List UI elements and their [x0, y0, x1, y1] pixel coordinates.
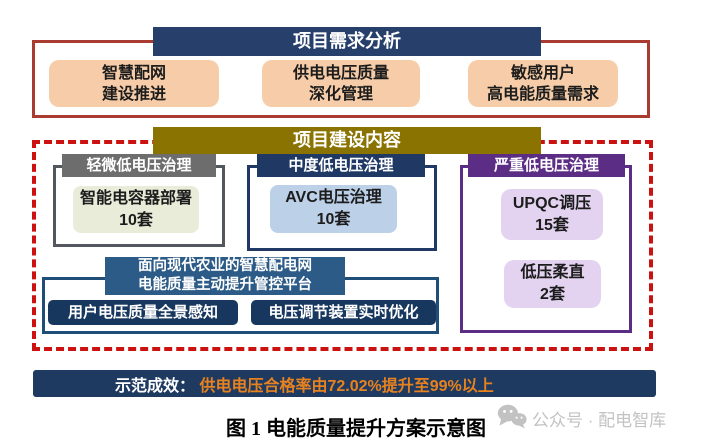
treatment-item-line: UPQC调压	[512, 194, 592, 212]
mild-treatment-item: 智能电容器部署 10套	[73, 186, 199, 233]
requirement-item-line: 智慧配网	[101, 64, 166, 82]
requirement-item-smart-grid: 智慧配网 建设推进	[49, 60, 219, 107]
treatment-item-line: 智能电容器部署	[79, 189, 192, 207]
requirement-item-sensitive-users: 敏感用户 高电能质量需求	[468, 60, 618, 107]
requirements-header: 项目需求分析	[153, 27, 541, 56]
treatment-item-line: 低压柔直	[520, 264, 585, 281]
platform-feature-panoramic-sensing: 用户电压质量全景感知	[48, 300, 238, 325]
requirement-item-line: 供电电压质量	[292, 64, 389, 82]
platform-feature-realtime-optimization: 电压调节装置实时优化	[251, 300, 436, 325]
requirement-item-line: 高电能质量需求	[486, 85, 599, 103]
requirement-item-line: 敏感用户	[510, 64, 575, 82]
requirement-item-line: 深化管理	[308, 85, 373, 103]
figure-caption: 图 1 电能质量提升方案示意图	[226, 418, 486, 440]
requirement-item-line: 建设推进	[101, 85, 166, 103]
results-label: 示范成效：	[115, 377, 200, 395]
severe-treatment-header: 严重低电压治理	[468, 154, 625, 177]
wechat-icon	[497, 403, 527, 434]
watermark-text: 公众号 · 配电智库	[532, 411, 667, 430]
platform-header-line: 面向现代农业的智慧配电网	[138, 258, 312, 274]
mild-treatment-header: 轻微低电压治理	[62, 154, 216, 177]
results-value: 供电电压合格率由72.02%提升至99%以上	[199, 377, 494, 395]
construction-header: 项目建设内容	[153, 127, 541, 154]
requirement-item-voltage-quality: 供电电压质量 深化管理	[262, 60, 420, 107]
moderate-treatment-header: 中度低电压治理	[257, 154, 425, 177]
watermark: 公众号 · 配电智库	[497, 403, 666, 434]
severe-treatment-item-flexible-dc: 低压柔直 2套	[504, 260, 601, 308]
platform-header-line: 电能质量主动提升管控平台	[138, 277, 312, 293]
platform-header: 面向现代农业的智慧配电网 电能质量主动提升管控平台	[105, 257, 345, 295]
treatment-item-count: 10套	[119, 211, 153, 229]
severe-treatment-item-upqc: UPQC调压 15套	[501, 189, 603, 240]
moderate-treatment-item: AVC电压治理 10套	[270, 185, 397, 233]
results-bar: 示范成效： 供电电压合格率由72.02%提升至99%以上	[33, 370, 656, 397]
treatment-item-count: 10套	[316, 211, 351, 228]
treatment-item-count: 15套	[535, 216, 569, 234]
treatment-item-count: 2套	[540, 286, 565, 303]
treatment-item-line: AVC电压治理	[285, 189, 382, 206]
